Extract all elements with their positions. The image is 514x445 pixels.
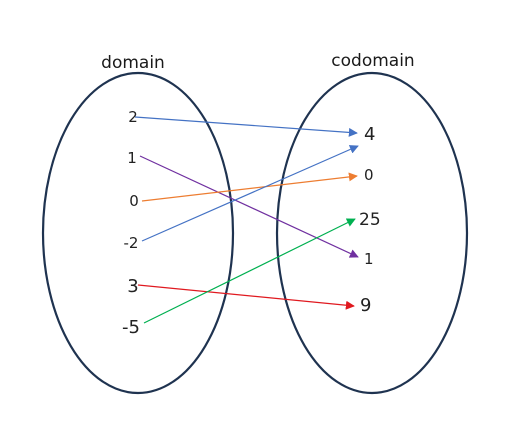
domain-element-0: 0	[129, 192, 139, 210]
codomain-ellipse	[275, 71, 469, 395]
domain-element-3: 3	[127, 276, 138, 297]
domain-element-neg2: -2	[124, 234, 139, 252]
mapping-arrow-1-to-1	[139, 155, 359, 258]
mapping-arrow-3-to-9	[137, 284, 355, 310]
codomain-element-25: 25	[359, 210, 381, 230]
domain-element-neg5: -5	[122, 317, 140, 338]
codomain-element-4: 4	[364, 124, 375, 145]
mapping-arrow-neg2-to-4	[141, 145, 359, 242]
mapping-arrows	[134, 116, 359, 324]
mapping-arrow-neg5-to-25	[143, 218, 356, 324]
domain-element-1: 1	[127, 149, 137, 167]
codomain-title: codomain	[331, 51, 414, 71]
domain-ellipse	[41, 71, 235, 395]
mapping-arrow-2-to-4	[134, 116, 358, 137]
codomain-element-9: 9	[360, 295, 371, 316]
domain-element-2: 2	[128, 108, 138, 126]
domain-title: domain	[101, 53, 165, 73]
mapping-arrow-0-to-0	[141, 172, 358, 202]
codomain-element-1: 1	[364, 250, 374, 268]
codomain-element-0: 0	[364, 166, 374, 184]
